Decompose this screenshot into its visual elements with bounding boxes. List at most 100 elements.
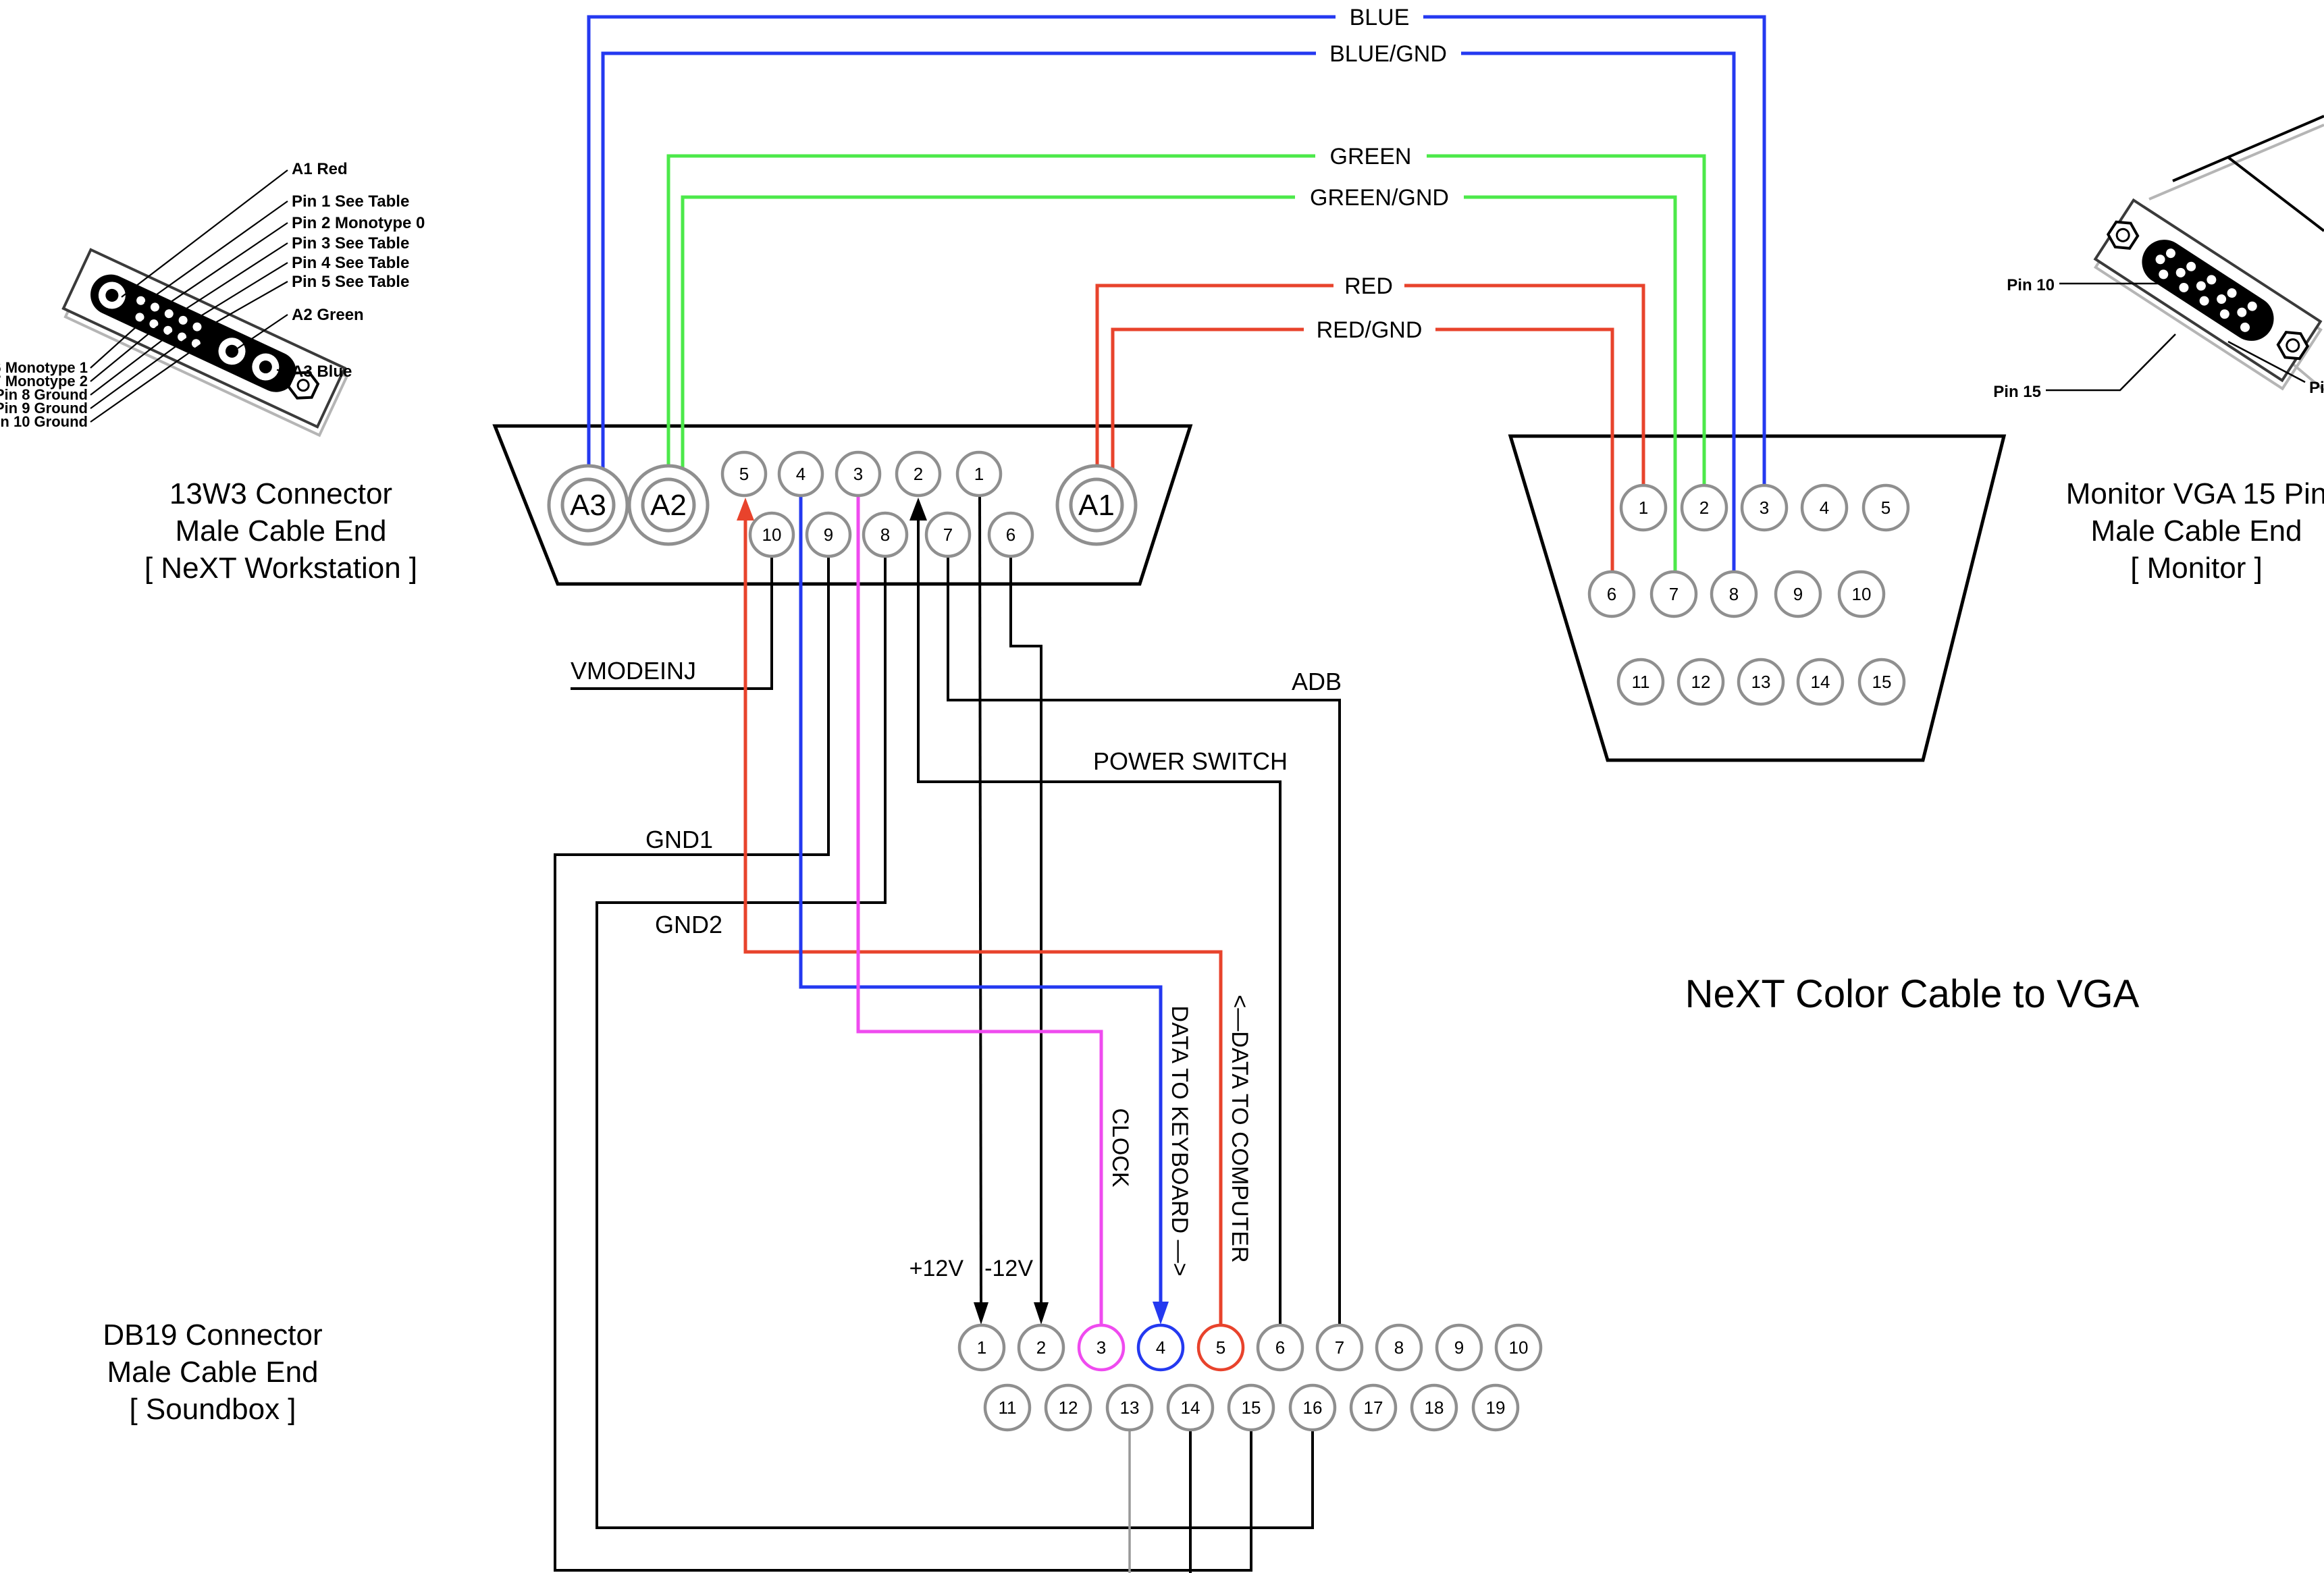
13w3-callout-pin1: Pin 1 See Table xyxy=(292,192,409,211)
coax-inner xyxy=(560,477,616,533)
13w3-callout-pin4: Pin 4 See Table xyxy=(292,254,409,272)
pin xyxy=(835,450,882,498)
pin xyxy=(987,511,1034,558)
pin-number: 8 xyxy=(1394,1337,1404,1358)
pin-number: 10 xyxy=(1509,1337,1529,1358)
pin xyxy=(1077,1323,1126,1372)
arrow-down-blue-db19-4 xyxy=(1153,1302,1169,1325)
13w3-callout-pin2: Pin 2 Monotype 0 xyxy=(292,214,425,232)
pin xyxy=(777,450,824,498)
arrow-down-minus12 xyxy=(1034,1302,1049,1325)
pin-number: 5 xyxy=(1881,498,1891,518)
pin xyxy=(895,450,942,498)
pin-number: 12 xyxy=(1691,672,1711,692)
pin xyxy=(1166,1383,1215,1432)
wire-green xyxy=(666,154,1706,485)
caption-db19-line2: Male Cable End xyxy=(107,1356,318,1389)
vga-illus-thumbscrew-left xyxy=(2106,220,2140,250)
wire-clock xyxy=(856,497,1103,1325)
pin xyxy=(1017,1323,1065,1372)
label-minus12: -12V xyxy=(984,1256,1033,1281)
arrow-down-plus12 xyxy=(974,1302,988,1325)
pin xyxy=(805,511,852,558)
pin-number: 10 xyxy=(762,525,782,545)
pin-number: 10 xyxy=(1852,584,1872,604)
13w3-callout-pin10: Pin 10 Ground xyxy=(0,413,88,430)
13w3-illustration: A1 Red Pin 1 See Table Pin 2 Monotype 0 … xyxy=(0,160,425,437)
13w3-callout-pin5: Pin 5 See Table xyxy=(292,273,409,291)
arrow-up-black-pin2 xyxy=(909,498,927,521)
arrow-heads xyxy=(737,498,1169,1325)
coax-label: A2 xyxy=(650,489,687,522)
pin-number: 18 xyxy=(1425,1397,1444,1418)
pin xyxy=(1288,1383,1337,1432)
pin xyxy=(1315,1323,1364,1372)
page-title: NeXT Color Cable to VGA xyxy=(1685,972,2140,1016)
pin-number: 16 xyxy=(1303,1397,1323,1418)
wire-label-green-gnd: GREEN/GND xyxy=(1310,185,1449,211)
pin xyxy=(1410,1383,1458,1432)
coax-inner xyxy=(1069,477,1124,533)
pin xyxy=(1256,1323,1304,1372)
wire-adb xyxy=(947,557,1341,1325)
pin-number: 9 xyxy=(1793,584,1803,604)
pin xyxy=(983,1383,1032,1432)
wire-label-blue-gnd: BLUE/GND xyxy=(1329,41,1447,67)
caption-13w3-line2: Male Cable End xyxy=(175,514,386,548)
pin xyxy=(1676,658,1725,706)
pin xyxy=(1740,483,1789,532)
pin-number: 11 xyxy=(999,1397,1017,1418)
caption-vga-line2: Male Cable End xyxy=(2090,514,2302,548)
pin xyxy=(1227,1383,1275,1432)
label-vmodeinj: VMODEINJ xyxy=(571,657,696,685)
pin xyxy=(1837,570,1886,618)
wire-green-gnd xyxy=(681,195,1677,571)
13w3-callout-a1: A1 Red xyxy=(292,160,348,178)
pin-number: 1 xyxy=(977,1337,986,1358)
pin-number: 7 xyxy=(1335,1337,1344,1358)
pin xyxy=(1136,1323,1185,1372)
pin xyxy=(1796,658,1845,706)
pin-number: 14 xyxy=(1181,1397,1200,1418)
pin-number: 2 xyxy=(914,464,923,484)
pin xyxy=(1861,483,1910,532)
pin-number: 5 xyxy=(1216,1337,1225,1358)
pin-number: 4 xyxy=(1156,1337,1165,1358)
pin xyxy=(1649,570,1698,618)
label-clock: CLOCK xyxy=(1107,1108,1133,1187)
pin-number: 3 xyxy=(1097,1337,1106,1358)
pin-number: 1 xyxy=(974,464,984,484)
coax-label: A1 xyxy=(1078,489,1115,522)
pin-number: 2 xyxy=(1036,1337,1046,1358)
pin-number: 9 xyxy=(824,525,833,545)
label-data-to-computer: <—DATA TO COMPUTER xyxy=(1227,994,1252,1262)
caption-vga-line1: Monitor VGA 15 Pin xyxy=(2066,477,2324,510)
pin-number: 17 xyxy=(1364,1397,1383,1418)
pin-number: 2 xyxy=(1699,498,1709,518)
pin xyxy=(957,1323,1006,1372)
vga-illus-thumbscrew-right xyxy=(2276,331,2310,361)
pin xyxy=(1349,1383,1398,1432)
label-data-to-keyboard: DATA TO KEYBOARD —> xyxy=(1167,1006,1192,1277)
label-power-switch: POWER SWITCH xyxy=(1093,747,1288,775)
pin xyxy=(1494,1323,1543,1372)
label-gnd2: GND2 xyxy=(655,911,722,938)
pin xyxy=(1435,1323,1483,1372)
pin-number: 6 xyxy=(1275,1337,1285,1358)
caption-vga-line3: [ Monitor ] xyxy=(2130,552,2263,585)
pin-number: 13 xyxy=(1751,672,1771,692)
pin xyxy=(862,511,909,558)
pin-number: 3 xyxy=(1760,498,1769,518)
wire-data-to-keyboard xyxy=(799,497,1163,1303)
wire-blue xyxy=(587,15,1766,485)
pin xyxy=(1105,1383,1154,1432)
wire-label-red: RED xyxy=(1344,273,1393,299)
wire-vmodeinj xyxy=(571,558,773,690)
wire-label-red-gnd: RED/GND xyxy=(1317,317,1423,343)
pin xyxy=(1471,1383,1520,1432)
pin xyxy=(748,511,795,558)
